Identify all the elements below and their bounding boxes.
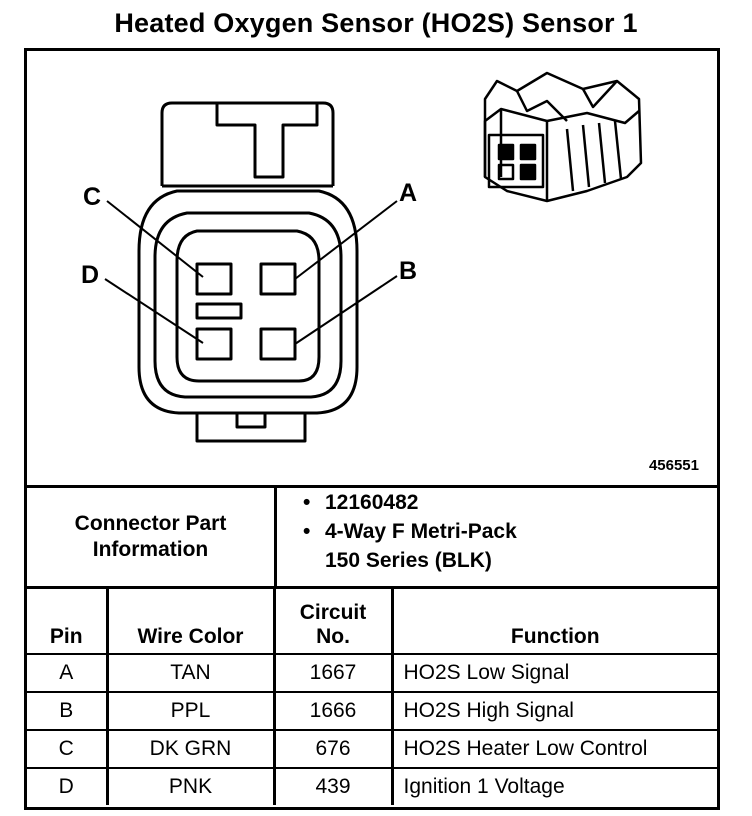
- terminal-a: [259, 262, 297, 296]
- connector-part-list: • 12160482 • 4-Way F Metri-Pack 150 Series…: [295, 488, 517, 575]
- connector-diagram: C A D B 456551: [27, 51, 717, 488]
- cell-pin: D: [27, 768, 109, 805]
- table-row: B PPL 1666 HO2S High Signal: [27, 692, 717, 731]
- polarization-bar: [195, 302, 243, 320]
- cell-pin: C: [27, 730, 109, 769]
- cell-pin: B: [27, 692, 109, 731]
- figure-number: 456551: [648, 457, 699, 474]
- pin-label-a: A: [399, 179, 418, 207]
- connector-face-drawing: [104, 71, 643, 443]
- pin-label-b: B: [399, 257, 418, 285]
- terminal-b: [259, 327, 297, 361]
- connector-part-label-line2: Information: [92, 538, 209, 561]
- cell-wire-color: TAN: [107, 654, 276, 693]
- leader-a: [294, 200, 398, 280]
- header-function: Function: [392, 589, 717, 655]
- pin-label-d: D: [81, 261, 100, 289]
- terminal-d: [195, 327, 233, 361]
- pin-label-c: C: [83, 183, 102, 211]
- page-title: Heated Oxygen Sensor (HO2S) Sensor 1: [114, 8, 638, 38]
- header-pin: Pin: [27, 589, 109, 655]
- connector-part-item: • 12160482: [295, 488, 517, 517]
- table-row: A TAN 1667 HO2S Low Signal: [27, 654, 717, 693]
- leader-c: [106, 200, 204, 278]
- cell-function: Ignition 1 Voltage: [403, 775, 565, 798]
- cell-function: HO2S Heater Low Control: [392, 730, 717, 769]
- bullet-icon: •: [303, 520, 311, 543]
- connector-part-label-line1: Connector Part: [74, 512, 227, 535]
- connector-cavity: [175, 229, 321, 383]
- header-wire-color: Wire Color: [107, 589, 276, 655]
- part-number: 12160482: [325, 491, 419, 514]
- cell-circuit: 439: [274, 768, 394, 805]
- table-row: D PNK 439 Ignition 1 Voltage: [27, 768, 717, 805]
- cell-pin: A: [27, 654, 109, 693]
- connector-part-label: Connector Part Information: [27, 488, 277, 586]
- cell-circuit: 676: [274, 730, 394, 769]
- cell-wire-color: PPL: [107, 692, 276, 731]
- leader-b: [294, 275, 398, 345]
- cell-wire-color: DK GRN: [107, 730, 276, 769]
- bottom-key: [195, 413, 307, 443]
- cell-circuit: 1666: [274, 692, 394, 731]
- cell-function: HO2S High Signal: [392, 692, 717, 731]
- bullet-icon: •: [303, 491, 311, 514]
- header-circuit-line1: Circuit: [299, 601, 367, 624]
- cell-circuit: 1667: [274, 654, 394, 693]
- cell-wire-color: PNK: [107, 768, 276, 805]
- header-circuit-line2: No.: [316, 625, 350, 648]
- latch-housing: [160, 101, 335, 186]
- diagram-frame: C A D B 456551 Connector Part Informatio…: [24, 48, 720, 810]
- connector-outer-body: [137, 189, 359, 415]
- connector-part-info: Connector Part Information • 12160482 • 4-…: [27, 488, 717, 589]
- leader-d: [104, 278, 204, 344]
- connector-type: 4-Way F Metri-Pack: [325, 520, 517, 543]
- connector-part-item: 150 Series (BLK): [295, 546, 517, 575]
- connector-part-item: • 4-Way F Metri-Pack: [295, 517, 517, 546]
- table-row: C DK GRN 676 HO2S Heater Low Control: [27, 730, 717, 769]
- connector-series: 150 Series (BLK): [325, 549, 492, 572]
- latch-tab: [215, 103, 319, 179]
- connector-perspective-drawing: [483, 71, 643, 203]
- cell-function: HO2S Low Signal: [392, 654, 717, 693]
- terminal-c: [195, 262, 233, 296]
